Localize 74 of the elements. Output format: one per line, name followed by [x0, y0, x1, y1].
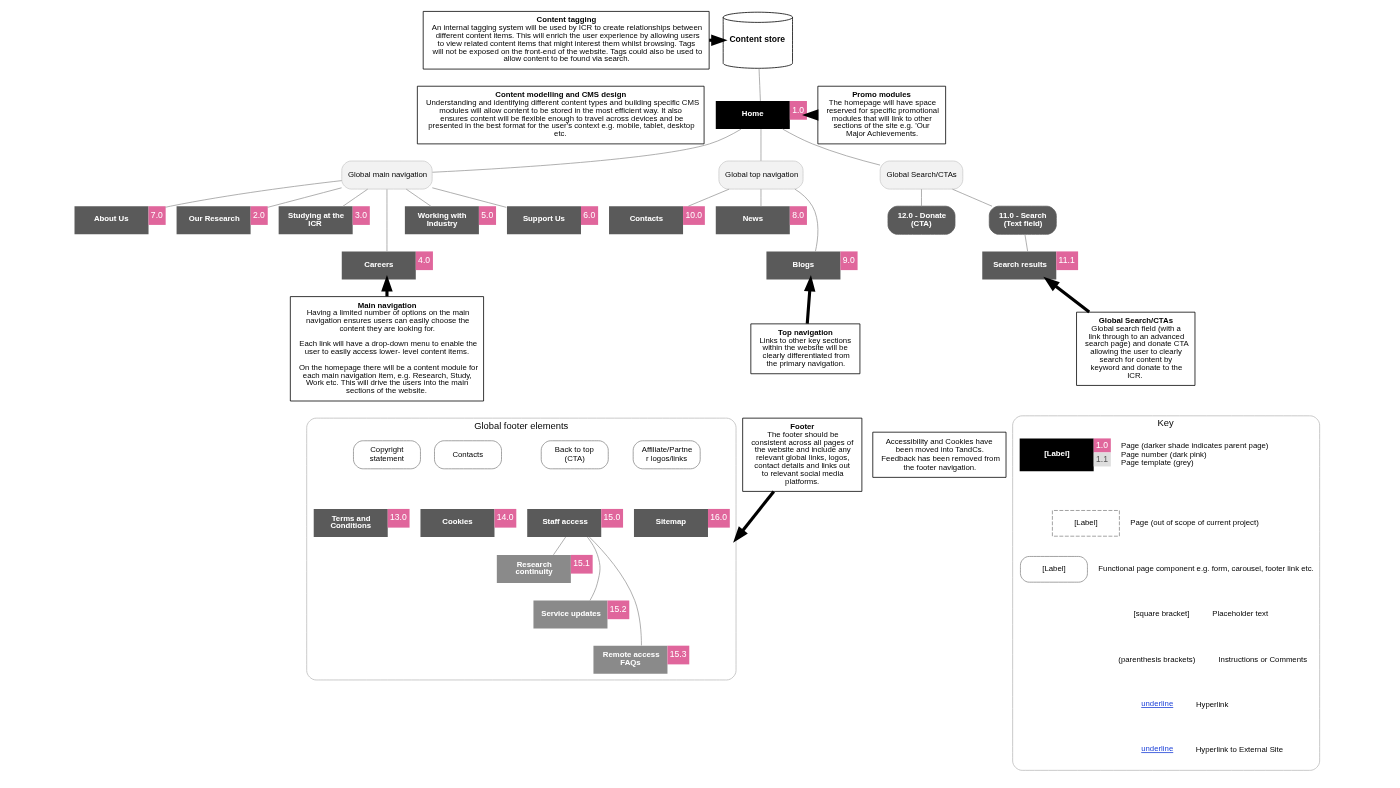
node-label: 13.0: [390, 512, 407, 523]
label: Placeholder text: [1212, 609, 1269, 619]
node-box: Global Search/CTAs: [879, 160, 964, 190]
node-label: 1.1: [1096, 453, 1108, 464]
label: Hyperlink to External Site: [1195, 745, 1284, 755]
connector: [760, 128, 762, 162]
node-box: Global main navigation: [341, 160, 433, 190]
connector: [405, 188, 432, 207]
connector: [760, 188, 762, 207]
node-label: 15.0: [603, 512, 621, 523]
node-label: Page (out of scope of current project): [1130, 518, 1259, 528]
label: underline: [1141, 699, 1174, 709]
connector: [921, 188, 922, 207]
node-box: 11.0 - Search (Text field): [988, 205, 1057, 235]
node-label: 14.0: [496, 512, 514, 523]
connector: [386, 188, 388, 252]
connector: [267, 187, 342, 208]
node-label: 8.0: [792, 209, 805, 220]
node-box: Contacts: [434, 440, 502, 470]
node-label: 9.0: [842, 254, 855, 265]
label: Instructions or Comments: [1218, 654, 1308, 664]
label: Hyperlink: [1195, 699, 1229, 709]
node-label: 7.0: [150, 209, 163, 220]
arrow: [381, 275, 393, 297]
node-label: 6.0: [583, 209, 596, 220]
node-label: 5.0: [481, 209, 494, 220]
node-box: 12.0 - Donate (CTA): [887, 205, 956, 235]
node-box: Affiliate/Partner logos/links: [632, 440, 701, 470]
node-box: Back to top (CTA): [540, 440, 609, 470]
connector: [165, 180, 343, 208]
node-box: Content modelling and CMS design Understanding and identifying different content types and building specific CMS modules will allow content to be stored in the most efficient way. It also ensures content will be flexible enough to travel across devices and be presented in the best format for the user's context e.g. mobile, tablet, desktop etc.: [416, 85, 705, 145]
node-label: 16.0: [710, 512, 727, 523]
node-label: 3.0: [355, 209, 367, 220]
node-box: Global Search/CTAs Global search field (with a link through to an advanced search page) and donate CTA allowing the user to clearly search for content by keyword and donate to the ICR.: [1076, 311, 1196, 386]
node-label: Page template (grey): [1120, 458, 1194, 468]
connector: [589, 536, 642, 646]
node-label: 11.1: [1058, 254, 1075, 265]
connector: [342, 188, 369, 207]
connector: [587, 536, 601, 601]
node-box: Global top navigation: [718, 160, 804, 190]
connector: [553, 536, 566, 556]
connector: [431, 187, 507, 208]
node-label: 1.0: [792, 104, 805, 115]
connector: [782, 128, 881, 166]
node-box: [Label]: [1052, 510, 1120, 537]
node-label: 15.1: [573, 558, 590, 569]
node-label: Page (darker shade indicates parent page): [1120, 441, 1269, 451]
label: underline: [1141, 744, 1174, 754]
label: [square bracket]: [1133, 609, 1190, 619]
node-label: 10.0: [685, 209, 703, 220]
node-label: 15.3: [669, 649, 687, 660]
connector: [687, 188, 730, 207]
node-box: Top navigation Links to other key sections within the website will be clearly differentiated from the primary navigation.: [750, 323, 861, 375]
node-box: Accessibility and Cookies have been moved into TandCs. Feedback has been removed from the footer navigation.: [872, 431, 1007, 478]
node-box: Copyright statement: [353, 440, 421, 470]
node-label: 2.0: [252, 209, 265, 220]
node-box: Content tagging An internal tagging system will be used by ICR to create relationships between different content items. This will enrich the user experience by allowing users to view related content items that might interest them whilst browsing. Tags will not be exposed on the front-end of the website. Tags could also be used to allow content to be found via search.: [422, 11, 710, 70]
connector: [1024, 233, 1029, 252]
connector: [432, 128, 742, 173]
label: (parenthesis brackets): [1118, 654, 1196, 664]
node-box: Main navigation Having a limited number of options on the main navigation ensures users can easily choose the content they are looking for. Each link will have a drop-down menu to enable the user to easily access lower- level content items. On the homepage there will be a content module for each main navigation item, e.g. Research, Study, Work etc. This will drive the users into the main sections of the website.: [289, 296, 484, 402]
node-box: [Label]: [1020, 556, 1088, 583]
connector: [758, 67, 761, 102]
connector: [952, 188, 993, 207]
node-label: Page number (dark pink): [1120, 449, 1207, 459]
arrow: [733, 490, 776, 543]
node-label: 4.0: [418, 254, 431, 265]
node-label: 15.2: [609, 604, 627, 615]
arrow: [1043, 276, 1091, 314]
connector: [794, 188, 819, 252]
node-label: Functional page component e.g. form, carousel, footer link etc.: [1098, 564, 1314, 574]
node-box: Footer The footer should be consistent across all pages of the website and include any relevant global links, logos, contact details and links out to relevant social media platforms.: [742, 417, 863, 492]
node-label: 1.0: [1096, 439, 1108, 450]
arrow: [803, 275, 816, 324]
